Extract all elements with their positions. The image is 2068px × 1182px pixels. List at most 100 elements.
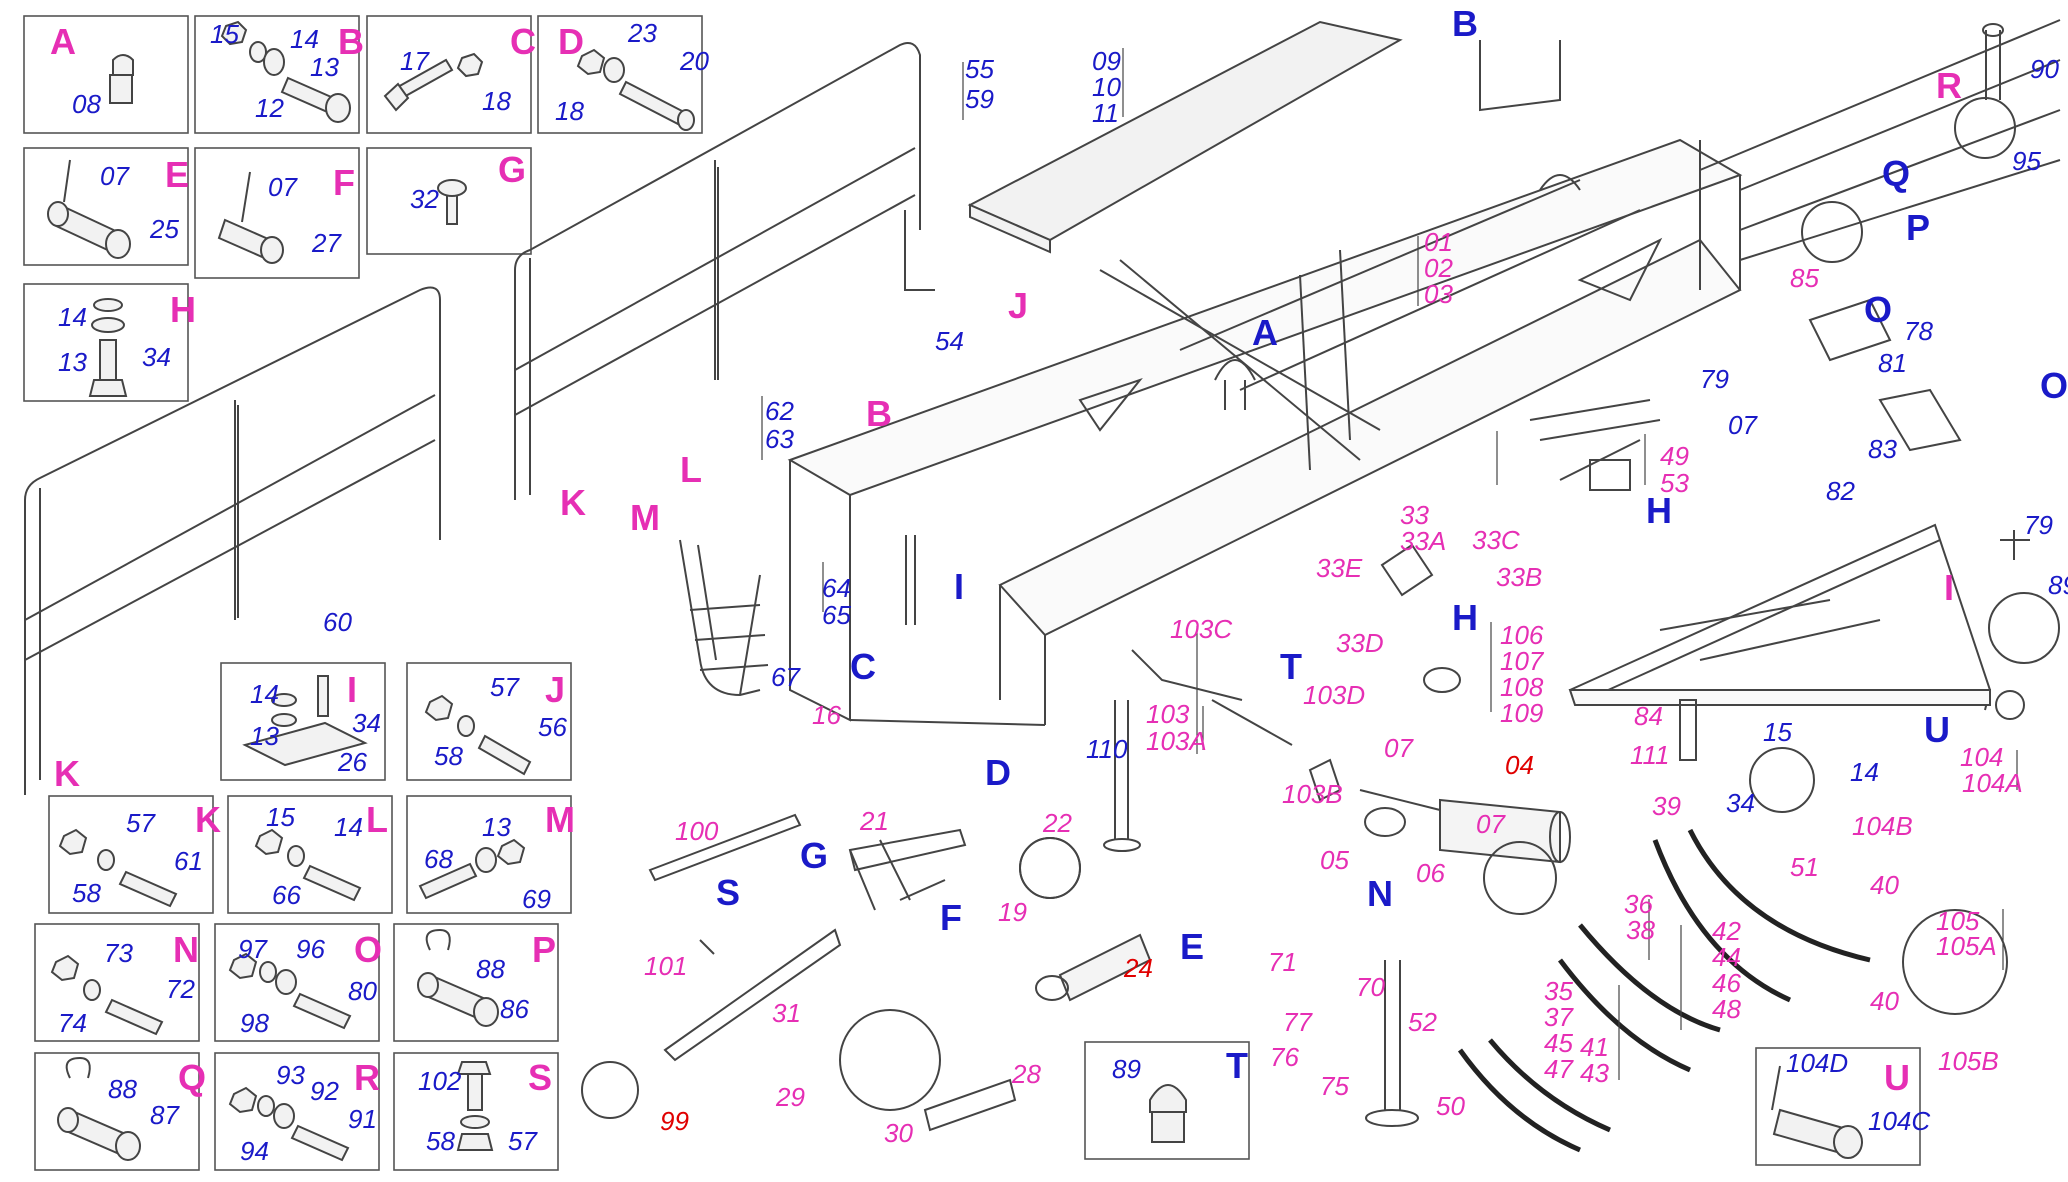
kit-t-part-number: 89 (1112, 1054, 1141, 1084)
callout-letter: E (1180, 926, 1204, 967)
callout-part-number: 105B (1938, 1046, 1999, 1076)
callout-part-number: 85 (1790, 263, 1819, 293)
callout-letter: P (1906, 207, 1930, 248)
kit-u-part-number: 104C (1868, 1106, 1930, 1136)
callout-part-number: 101 (644, 951, 687, 981)
callout-part-number: 31 (772, 998, 801, 1028)
callout-part-number: 28 (1011, 1059, 1041, 1089)
kit-d-part-number: 23 (627, 18, 657, 48)
kit-i-part-number: 13 (250, 721, 279, 751)
callout-part-number: 104 (1960, 742, 2003, 772)
kit-g-part-number: 32 (410, 184, 439, 214)
callout-part-number: 76 (1270, 1042, 1299, 1072)
callout-letter: L (680, 449, 702, 490)
callout-part-number: 33E (1316, 553, 1363, 583)
stand-parts (1103, 700, 1419, 1127)
callout-part-number: 47 (1544, 1054, 1574, 1084)
kit-m-part-number: 69 (522, 884, 551, 914)
callout-letter: G (800, 835, 828, 876)
kit-letter-i: I (347, 669, 357, 710)
callout-part-number: 09 (1092, 46, 1121, 76)
kit-c-part-number: 17 (400, 46, 430, 76)
callout-part-number: 37 (1544, 1002, 1574, 1032)
callout-part-number: 38 (1626, 915, 1655, 945)
kit-s-part-number: 57 (508, 1126, 538, 1156)
callout-part-number: 77 (1283, 1007, 1313, 1037)
callout-part-number: 49 (1660, 441, 1689, 471)
callout-letter: B (1452, 3, 1478, 44)
callout-part-number: 103D (1303, 680, 1365, 710)
kit-box-j (406, 662, 572, 781)
kit-k-part-number: 57 (126, 808, 156, 838)
callout-part-number: 22 (1042, 808, 1072, 838)
callout-part-number: 30 (884, 1118, 913, 1148)
kit-boxes (23, 15, 1921, 1171)
callout-part-number: 75 (1320, 1071, 1349, 1101)
kit-j-part-number: 56 (538, 712, 567, 742)
kit-f-part-number: 27 (311, 228, 342, 258)
callout-part-number: 21 (859, 806, 889, 836)
kit-p-part-number: 86 (500, 994, 529, 1024)
kit-h-part-number: 14 (58, 302, 87, 332)
kit-letter-e: E (165, 154, 189, 195)
callout-part-number: 34 (1726, 788, 1755, 818)
callout-letter: U (1924, 709, 1950, 750)
callout-part-number: 64 (822, 573, 851, 603)
kit-letter-j: J (545, 669, 565, 710)
callout-part-number: 44 (1712, 942, 1741, 972)
callout-part-number: 83 (1868, 434, 1897, 464)
kit-s-part-number: 58 (426, 1126, 455, 1156)
kit-letter-s: S (528, 1057, 552, 1098)
kit-d-part-number: 20 (679, 46, 709, 76)
railing-front (24, 286, 441, 795)
callout-part-number: 78 (1904, 316, 1933, 346)
callout-part-number: 46 (1712, 968, 1741, 998)
kit-h-part-number: 34 (142, 342, 171, 372)
kit-box-o (214, 923, 380, 1042)
main-frame (787, 19, 2061, 726)
callout-part-number: 06 (1416, 858, 1445, 888)
kit-letter-f: F (333, 162, 355, 203)
callout-letter: O (2040, 365, 2068, 406)
kit-letter-o: O (354, 929, 382, 970)
callout-part-number: 43 (1580, 1058, 1609, 1088)
callout-part-number: 07 (1728, 410, 1758, 440)
callout-part-number: 35 (1544, 976, 1573, 1006)
callout-part-number: 103B (1282, 779, 1343, 809)
callout-part-number: 33C (1472, 525, 1520, 555)
callout-part-number: 50 (1436, 1091, 1465, 1121)
kit-r-part-number: 91 (348, 1104, 377, 1134)
kit-u-part-number: 104D (1786, 1048, 1848, 1078)
kit-box-k (48, 795, 214, 914)
callout-part-number: 71 (1268, 947, 1297, 977)
leader-lines (761, 48, 2018, 1080)
kit-b-part-number: 12 (255, 93, 284, 123)
callout-letter: S (716, 872, 740, 913)
callout-part-number: 42 (1712, 916, 1741, 946)
callout-part-number: 103C (1170, 614, 1232, 644)
callout-letter: K (560, 482, 586, 523)
kit-letter-d: D (558, 21, 584, 62)
kit-letter-u: U (1884, 1057, 1910, 1098)
callout-letter: J (1008, 285, 1028, 326)
callout-part-number: 07 (1384, 733, 1414, 763)
kit-r-part-number: 94 (240, 1136, 269, 1166)
callout-part-number: 16 (812, 700, 841, 730)
callout-letter: T (1280, 646, 1302, 687)
callout-part-number: 110 (1086, 734, 1128, 764)
kit-k-part-number: 58 (72, 878, 101, 908)
callout-part-number: 100 (675, 816, 719, 846)
callout-letter: Q (1882, 153, 1910, 194)
callout-letter: K (54, 753, 80, 794)
callout-part-number: 33A (1400, 526, 1446, 556)
kit-e-part-number: 07 (100, 161, 130, 191)
callout-letter: I (954, 566, 964, 607)
kit-box-l (227, 795, 393, 914)
kit-q-part-number: 88 (108, 1074, 137, 1104)
callout-part-number: 19 (998, 897, 1027, 927)
callout-part-number: 106 (1500, 620, 1544, 650)
callout-part-number: 70 (1356, 972, 1385, 1002)
step-plate (967, 20, 1403, 254)
